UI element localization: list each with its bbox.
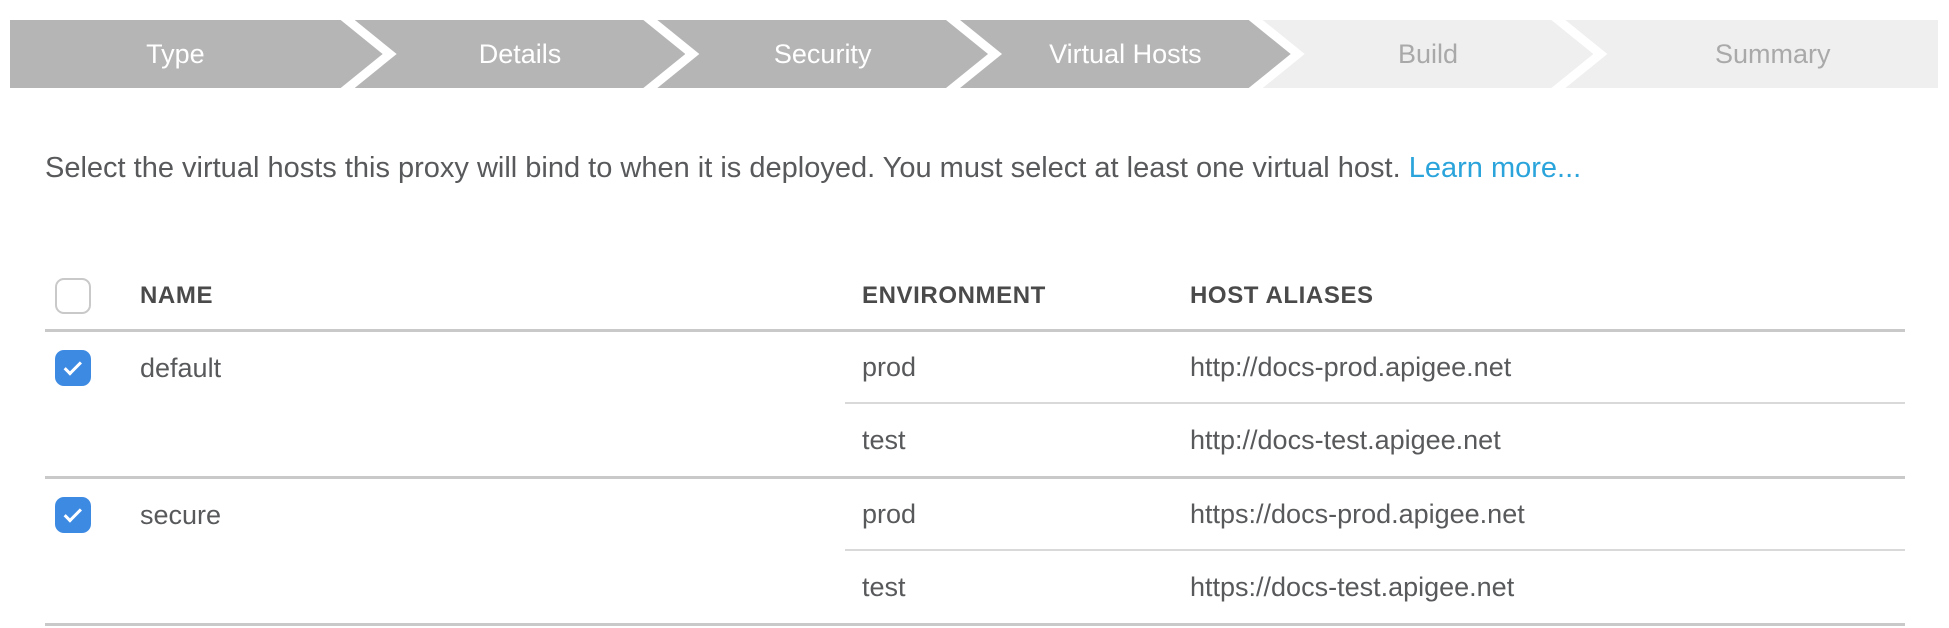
- step-build[interactable]: Build: [1263, 20, 1594, 88]
- step-label: Security: [773, 38, 872, 69]
- environment-cell: test: [862, 571, 906, 602]
- environment-row: prod http://docs-prod.apigee.net: [845, 332, 1905, 404]
- host-alias-cell: https://docs-prod.apigee.net: [1190, 498, 1525, 529]
- learn-more-link[interactable]: Learn more...: [1408, 152, 1582, 184]
- column-header-environment: ENVIRONMENT: [862, 281, 1046, 309]
- step-virtual-hosts[interactable]: Virtual Hosts: [960, 20, 1291, 88]
- select-all-cell: [45, 277, 140, 314]
- name-cell: secure: [140, 499, 222, 530]
- step-label: Type: [146, 38, 205, 69]
- step-security[interactable]: Security: [657, 20, 988, 88]
- column-header-host-aliases: HOST ALIASES: [1190, 281, 1374, 309]
- host-alias-cell: http://docs-test.apigee.net: [1190, 424, 1501, 455]
- row-checkbox-cell: [45, 332, 140, 404]
- checkmark-icon: [63, 503, 82, 523]
- page-description: Select the virtual hosts this proxy will…: [45, 150, 1581, 187]
- environment-rows: prod https://docs-prod.apigee.net test http…: [845, 479, 1905, 623]
- step-summary[interactable]: Summary: [1565, 20, 1939, 88]
- row-checkbox-secure[interactable]: [55, 497, 91, 533]
- description-text: Select the virtual hosts this proxy will…: [45, 152, 1401, 184]
- step-label: Build: [1398, 38, 1459, 69]
- step-label: Details: [478, 38, 562, 69]
- step-label: Summary: [1714, 38, 1831, 69]
- checkmark-icon: [63, 356, 82, 376]
- host-alias-cell: https://docs-test.apigee.net: [1190, 571, 1515, 602]
- column-header-name: NAME: [140, 281, 214, 309]
- virtual-hosts-table: NAME ENVIRONMENT HOST ALIASES default pro…: [45, 262, 1905, 626]
- environment-cell: test: [862, 424, 906, 455]
- name-cell: default: [140, 352, 222, 383]
- host-alias-cell: http://docs-prod.apigee.net: [1190, 351, 1512, 382]
- wizard-stepper: Type Details Security Virtual Hosts Build Sum…: [10, 20, 1939, 88]
- environment-row: prod https://docs-prod.apigee.net: [845, 479, 1905, 551]
- table-row-group-secure: secure prod https://docs-prod.apigee.net te…: [45, 479, 1905, 626]
- row-checkbox-default[interactable]: [55, 350, 91, 386]
- table-header-row: NAME ENVIRONMENT HOST ALIASES: [45, 262, 1905, 332]
- environment-row: test https://docs-test.apigee.net: [845, 551, 1905, 623]
- environment-row: test http://docs-test.apigee.net: [845, 404, 1905, 476]
- table-row-group-default: default prod http://docs-prod.apigee.net te…: [45, 332, 1905, 479]
- environment-cell: prod: [862, 498, 917, 529]
- environment-rows: prod http://docs-prod.apigee.net test http:…: [845, 332, 1905, 476]
- step-type[interactable]: Type: [10, 20, 383, 88]
- environment-cell: prod: [862, 351, 917, 382]
- step-label: Virtual Hosts: [1049, 38, 1202, 69]
- select-all-checkbox[interactable]: [55, 277, 91, 314]
- step-details[interactable]: Details: [355, 20, 686, 88]
- table-body: default prod http://docs-prod.apigee.net te…: [45, 332, 1905, 626]
- row-checkbox-cell: [45, 479, 140, 551]
